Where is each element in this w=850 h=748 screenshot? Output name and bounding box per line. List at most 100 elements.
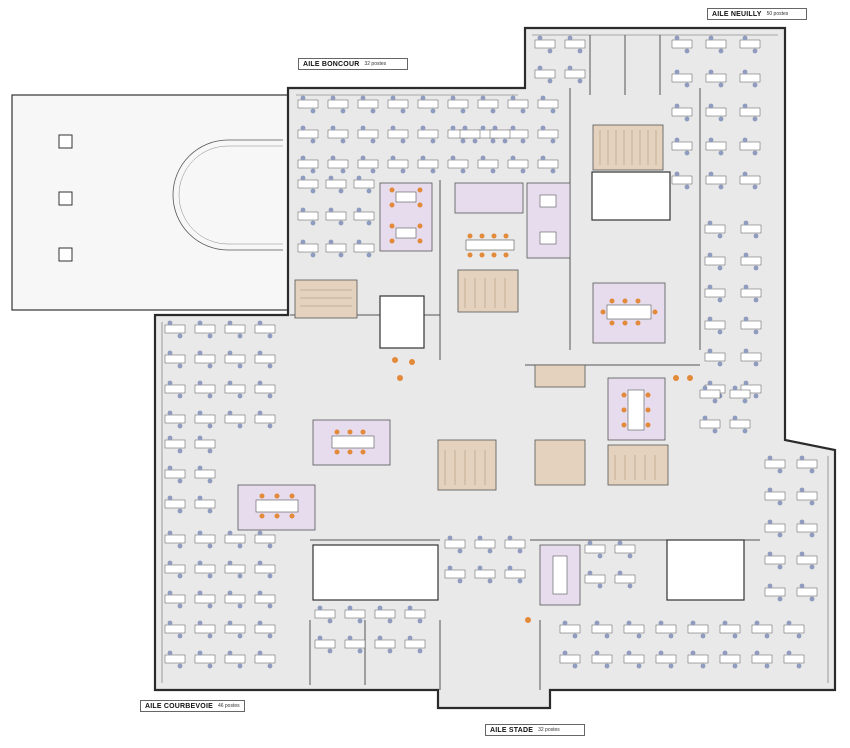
chair [330,155,336,161]
desk [783,624,805,634]
chair [207,478,213,484]
chair [310,168,316,174]
chair [356,175,362,181]
desk [194,499,216,509]
chair [707,220,713,226]
chair [197,620,203,626]
wing-name: AILE COURBEVOIE [145,702,213,710]
chair [267,333,273,339]
desk [447,159,469,169]
chair [328,239,334,245]
desk [164,624,186,634]
stair-treads [300,130,657,485]
desk [623,654,645,664]
chair [507,565,513,571]
desk [224,594,246,604]
desk [584,544,606,554]
chair [177,393,183,399]
desk [729,389,751,399]
chair [674,171,680,177]
desk [564,69,586,79]
chair [167,350,173,356]
chair [450,95,456,101]
chair [722,650,728,656]
chair [347,635,353,641]
chair [377,605,383,611]
desk [796,523,818,533]
desk [705,73,727,83]
desk [719,654,741,664]
chair [477,565,483,571]
desk [297,99,319,109]
chair [400,138,406,144]
desk [614,574,636,584]
chair [257,320,263,326]
chair [786,650,792,656]
desk [327,99,349,109]
desk [353,211,375,221]
chair [227,560,233,566]
chair [754,650,760,656]
desk [374,609,396,619]
chair [167,495,173,501]
chair [627,583,633,589]
chair [366,252,372,258]
desk [751,624,773,634]
chair [267,393,273,399]
chair [520,138,526,144]
chair [227,590,233,596]
chair [492,125,498,131]
chair [658,620,664,626]
chair [547,78,553,84]
desk [224,624,246,634]
desk [194,534,216,544]
desk [764,491,786,501]
chair [587,570,593,576]
chair [752,150,758,156]
chair [517,548,523,554]
chair [357,648,363,654]
wing-capacity: 32 postes [364,61,387,67]
chair [390,95,396,101]
desk [357,159,379,169]
chair [547,48,553,54]
chair [510,155,516,161]
chair [799,455,805,461]
skylight-2 [58,191,73,206]
desk [327,159,349,169]
chair [717,297,723,303]
chair [767,455,773,461]
chair [167,410,173,416]
desk [796,459,818,469]
chair [668,663,674,669]
chair [767,551,773,557]
desk [387,159,409,169]
chair [732,633,738,639]
chair [197,350,203,356]
chair [753,329,759,335]
chair [227,350,233,356]
chair [237,663,243,669]
wing-label-stade: AILE STADE 32 postes [485,724,585,736]
chair [604,663,610,669]
chair [754,620,760,626]
desk [417,159,439,169]
desk [447,99,469,109]
chair [177,508,183,514]
chair [167,650,173,656]
chair [327,648,333,654]
chair [430,168,436,174]
desk [164,564,186,574]
chair [420,95,426,101]
chair [330,95,336,101]
chair [480,155,486,161]
chair [767,487,773,493]
chair [447,565,453,571]
chair [707,284,713,290]
chair [207,333,213,339]
chair [300,239,306,245]
desk [796,491,818,501]
chair [257,530,263,536]
chair [753,393,759,399]
desk [297,129,319,139]
